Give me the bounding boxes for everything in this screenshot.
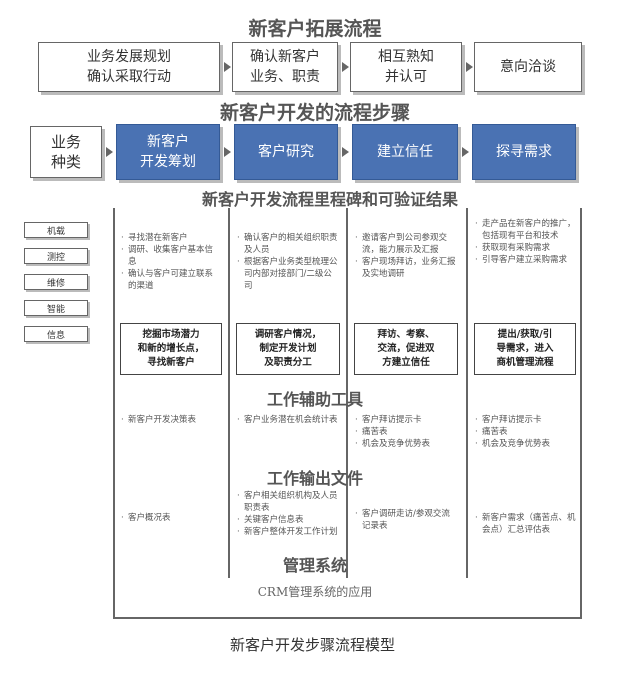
outputs-col-2: 客户相关组织机构及人员职责表 关键客户信息表 新客户整体开发工作计划 [236, 490, 340, 538]
list-item: 走产品在新客户的推广，包括现有平台和技术 [475, 218, 576, 242]
tools-col-3: 客户拜访提示卡 痛苦表 机会及竞争优势表 [354, 414, 458, 450]
list-item: 痛苦表 [475, 426, 576, 438]
tools-col-2: 客户业务潜在机会统计表 [236, 414, 340, 426]
tools-title: 工作辅助工具 [266, 390, 363, 409]
business-type-airborne: 机载 [24, 222, 88, 238]
list-item: 机会及竞争优势表 [355, 438, 458, 450]
step-build-trust: 建立信任 [352, 124, 458, 180]
column-divider [228, 208, 230, 578]
main-title: 新客户拓展流程 [248, 18, 382, 40]
list-item: 确认客户的相关组织职责及人员 [237, 232, 340, 256]
tools-col-4: 客户拜访提示卡 痛苦表 机会及竞争优势表 [474, 414, 576, 450]
top-flow-step-4: 意向洽谈 [474, 42, 582, 92]
step-new-customer-planning: 新客户 开发筹划 [116, 124, 220, 180]
list-item: 新客户需求（痛苦点、机会点）汇总评估表 [475, 512, 576, 536]
list-item: 客户业务潜在机会统计表 [237, 414, 340, 426]
column-divider [466, 208, 468, 578]
arrow-right-icon [466, 62, 473, 72]
list-item: 痛苦表 [355, 426, 458, 438]
list-item: 新客户整体开发工作计划 [237, 526, 340, 538]
list-item: 获取现有采购需求 [475, 242, 576, 254]
milestones-col-2: 确认客户的相关组织职责及人员 根据客户业务类型梳理公司内部对接部门/二级公司 [236, 232, 340, 292]
result-box-2: 调研客户情况， 制定开发计划 及职责分工 [236, 323, 340, 375]
list-item: 客户拜访提示卡 [355, 414, 458, 426]
bottom-divider [113, 617, 582, 619]
list-item: 客户相关组织机构及人员职责表 [237, 490, 340, 514]
list-item: 引导客户建立采购需求 [475, 254, 576, 266]
list-item: 客户现场拜访，业务汇报及实地调研 [355, 256, 458, 280]
list-item: 关键客户信息表 [237, 514, 340, 526]
outputs-col-4: 新客户需求（痛苦点、机会点）汇总评估表 [474, 512, 576, 536]
list-item: 新客户开发决策表 [121, 414, 220, 426]
list-item: 客户调研走访/参观交流记录表 [355, 508, 458, 532]
milestones-col-3: 邀请客户到公司参观交流，能力展示及汇报 客户现场拜访，业务汇报及实地调研 [354, 232, 458, 280]
step-explore-needs: 探寻需求 [472, 124, 576, 180]
milestones-col-1: 寻找潜在新客户 调研、收集客户基本信息 确认与客户可建立联系的渠道 [120, 232, 220, 292]
arrow-right-icon [342, 62, 349, 72]
result-box-1: 挖掘市场潜力 和新的增长点， 寻找新客户 [120, 323, 222, 375]
steps-title: 新客户开发的流程步骤 [219, 102, 410, 124]
outputs-col-1: 客户概况表 [120, 512, 220, 524]
list-item: 根据客户业务类型梳理公司内部对接部门/二级公司 [237, 256, 340, 292]
outputs-col-3: 客户调研走访/参观交流记录表 [354, 508, 458, 532]
list-item: 调研、收集客户基本信息 [121, 244, 220, 268]
top-flow-step-3: 相互熟知 并认可 [350, 42, 462, 92]
business-type-maintenance: 维修 [24, 274, 88, 290]
tools-col-1: 新客户开发决策表 [120, 414, 220, 426]
milestones-col-4: 走产品在新客户的推广，包括现有平台和技术 获取现有采购需求 引导客户建立采购需求 [474, 218, 576, 266]
business-type-information: 信息 [24, 326, 88, 342]
result-box-4: 提出/获取/引 导需求，进入 商机管理流程 [474, 323, 576, 375]
milestones-title: 新客户开发流程里程碑和可验证结果 [201, 190, 458, 209]
arrow-right-icon [462, 147, 469, 157]
top-flow-step-1: 业务发展规划 确认采取行动 [38, 42, 220, 92]
list-item: 确认与客户可建立联系的渠道 [121, 268, 220, 292]
outputs-title: 工作输出文件 [266, 469, 363, 488]
arrow-right-icon [342, 147, 349, 157]
arrow-right-icon [106, 147, 113, 157]
list-item: 客户拜访提示卡 [475, 414, 576, 426]
list-item: 寻找潜在新客户 [121, 232, 220, 244]
arrow-right-icon [224, 62, 231, 72]
figure-caption: 新客户开发步骤流程模型 [229, 636, 395, 654]
arrow-right-icon [224, 147, 231, 157]
list-item: 客户概况表 [121, 512, 220, 524]
system-text: CRM管理系统的应用 [257, 585, 373, 599]
column-divider [346, 208, 348, 578]
list-item: 机会及竞争优势表 [475, 438, 576, 450]
business-type-intelligent: 智能 [24, 300, 88, 316]
list-item: 邀请客户到公司参观交流，能力展示及汇报 [355, 232, 458, 256]
step-customer-research: 客户研究 [234, 124, 338, 180]
column-divider [113, 208, 115, 618]
top-flow-step-2: 确认新客户 业务、职责 [232, 42, 338, 92]
result-box-3: 拜访、考察、 交流，促进双 方建立信任 [354, 323, 458, 375]
column-divider [580, 208, 582, 618]
business-type-label: 业务 种类 [30, 126, 102, 178]
system-title: 管理系统 [282, 556, 347, 575]
business-type-measurement-control: 测控 [24, 248, 88, 264]
